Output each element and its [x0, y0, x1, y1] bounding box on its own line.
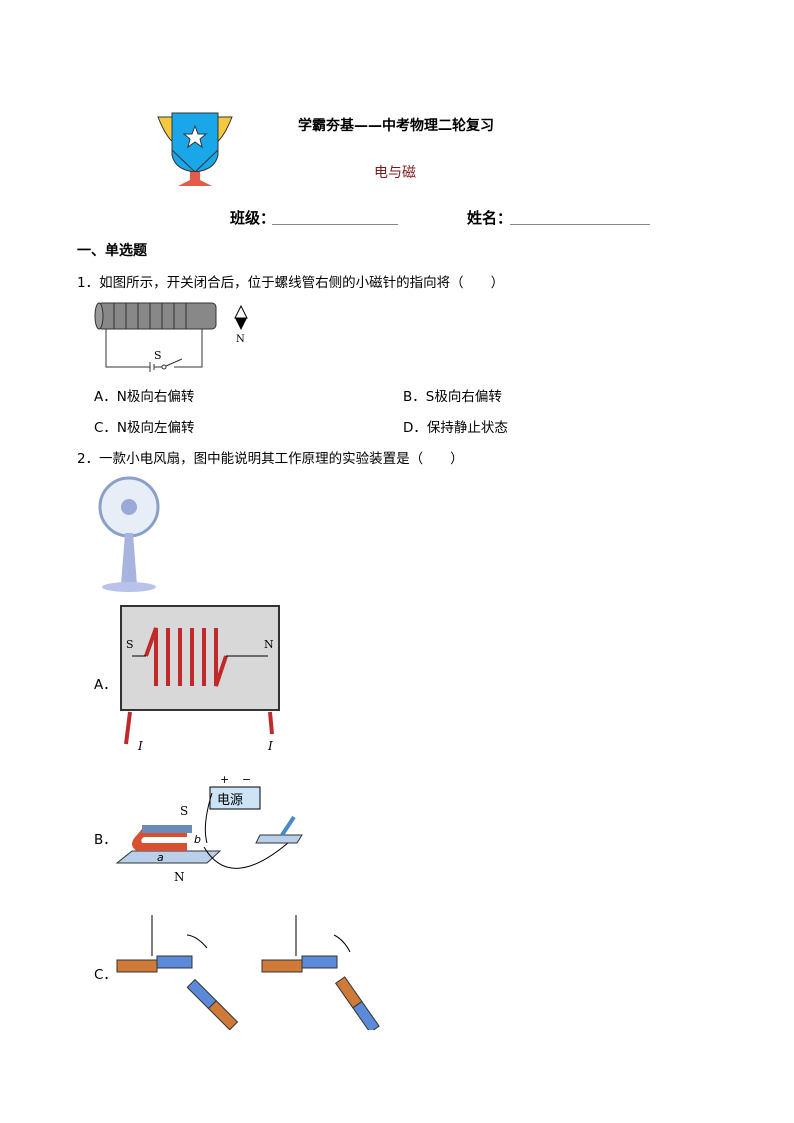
name-label: 姓名：: [467, 209, 513, 227]
svg-text:N: N: [264, 638, 274, 651]
class-label: 班级：: [230, 209, 276, 227]
page-title: 学霸夯基——中考物理二轮复习: [298, 118, 494, 134]
svg-text:电源: 电源: [217, 793, 243, 808]
section-title: 一、单选题: [77, 243, 147, 259]
svg-text:I: I: [267, 739, 273, 753]
q2-option-c[interactable]: C．: [94, 967, 117, 983]
q1-option-c[interactable]: C．N极向左偏转: [94, 420, 195, 436]
q1-option-b[interactable]: B．S极向右偏转: [403, 389, 502, 405]
svg-text:+: +: [220, 773, 229, 786]
magnet-interaction-figure: [116, 915, 380, 1030]
q2-option-b[interactable]: B．: [94, 832, 117, 848]
switch-label: S: [154, 349, 162, 362]
trophy-logo: [157, 112, 233, 186]
svg-text:S: S: [180, 804, 188, 818]
svg-text:−: −: [242, 773, 251, 786]
q2-option-a[interactable]: A．: [94, 677, 117, 693]
solenoid-iron-filings-figure: S N I I: [120, 605, 280, 753]
motor-experiment-figure: 电源 + − S N a b: [115, 773, 303, 884]
fan-image: [98, 476, 160, 592]
name-field[interactable]: [510, 206, 650, 225]
solenoid-circuit-figure: S N: [94, 302, 248, 372]
page-subtitle: 电与磁: [374, 165, 416, 181]
q1-option-d[interactable]: D．保持静止状态: [403, 420, 508, 436]
question-2-text: 2．一款小电风扇，图中能说明其工作原理的实验装置是（ ）: [77, 451, 464, 467]
svg-text:I: I: [137, 739, 143, 753]
svg-text:a: a: [157, 851, 164, 864]
class-field[interactable]: [272, 206, 398, 225]
needle-n-label: N: [236, 334, 245, 345]
question-1-text: 1．如图所示，开关闭合后，位于螺线管右侧的小磁针的指向将（ ）: [77, 275, 505, 291]
svg-text:N: N: [174, 870, 185, 884]
svg-text:b: b: [194, 833, 201, 846]
q1-option-a[interactable]: A．N极向右偏转: [94, 389, 195, 405]
svg-text:S: S: [126, 638, 134, 651]
